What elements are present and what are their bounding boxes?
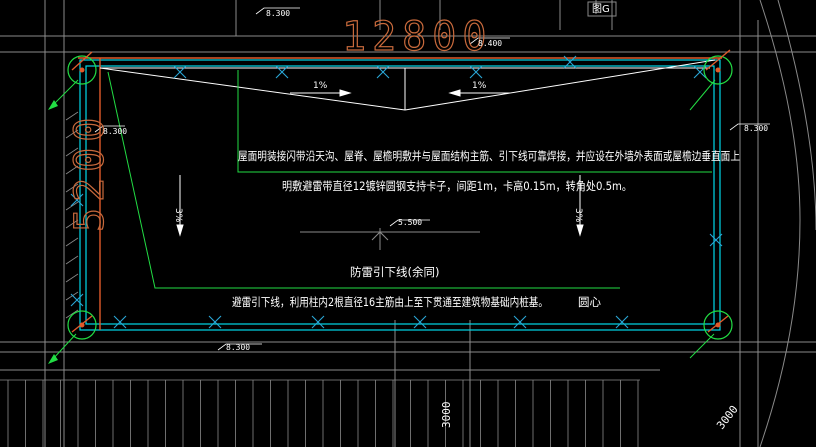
corner-dots <box>79 67 721 328</box>
downlead-title: 防雷引下线(余同) <box>350 265 439 279</box>
elevation-top-mid: 8.400 <box>478 39 502 48</box>
ridge-lines <box>99 59 716 111</box>
elevation-symbols <box>94 7 770 351</box>
slope-top-left: 1% <box>313 81 328 91</box>
top-tag: 图G <box>592 3 610 15</box>
elevation-bottom-left: 8.300 <box>226 343 250 352</box>
top-dimension: 12800 <box>342 14 492 60</box>
slope-right: 3% <box>573 208 583 223</box>
left-hatch <box>65 111 79 319</box>
support-clips <box>70 55 723 329</box>
roof-outline <box>79 59 721 331</box>
leader-lines <box>51 70 716 361</box>
stair-hatch <box>0 379 640 447</box>
circle-label: 圆心 <box>578 295 601 309</box>
elevation-top-left: 8.300 <box>266 9 290 18</box>
elevation-left-mid: 8.300 <box>103 127 127 136</box>
slope-top-right: 1% <box>472 81 487 91</box>
downlead-description: 避雷引下线，利用柱内2根直径16主筋由上至下贯通至建筑物基础内桩基。 <box>232 295 548 309</box>
downlead-markers <box>67 55 733 340</box>
lightning-band <box>78 57 722 330</box>
slope-left: 3% <box>173 208 183 223</box>
leader-arrowheads <box>48 100 58 364</box>
side-dimension: 5200 <box>67 112 113 232</box>
note-line-1: 屋面明装接闪带沿天沟、屋脊、屋檐明敷并与屋面结构主筋、引下线可靠焊接，并应设在外… <box>238 149 740 163</box>
elevation-center: 5.500 <box>398 218 422 227</box>
note-line-2: 明敷避雷带直径12镀锌圆钢支持卡子，间距1m，卡高0.15m，转角处0.5m。 <box>282 179 632 193</box>
center-dim <box>300 0 480 250</box>
slope-arrows <box>176 89 584 237</box>
elevation-right-mid: 8.300 <box>744 124 768 133</box>
bottom-dimension: 3000 <box>440 402 453 429</box>
